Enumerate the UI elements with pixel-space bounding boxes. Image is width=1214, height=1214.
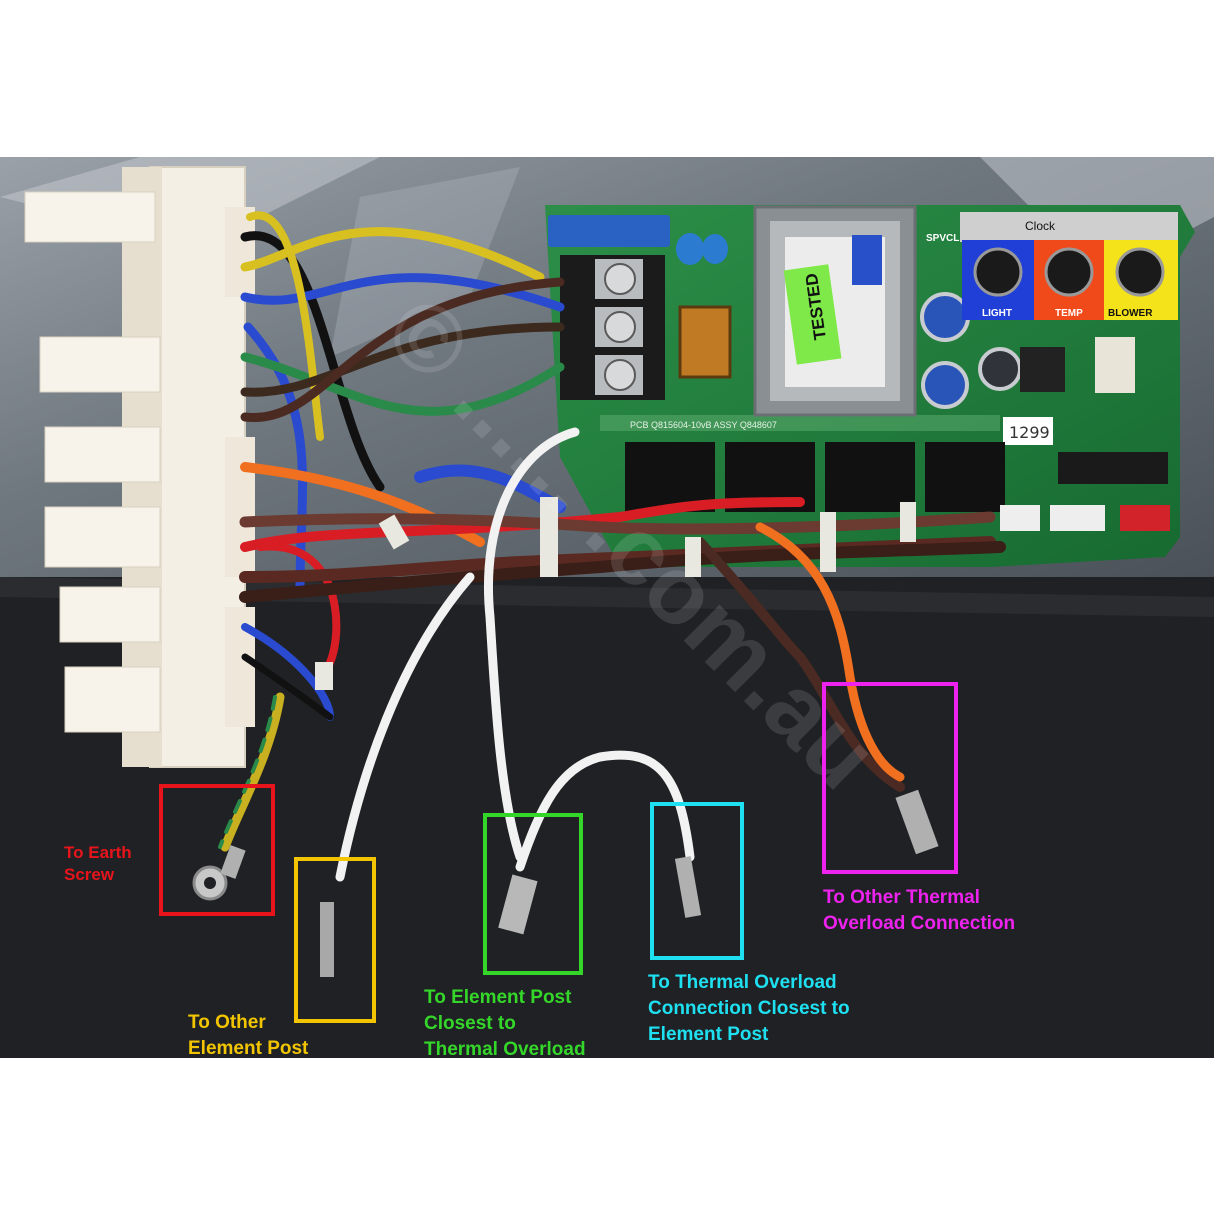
other-element-post-box	[294, 857, 376, 1023]
photo-scene: PCB Q815604-10vB ASSY Q848607 TESTED Clo	[0, 157, 1214, 1058]
bag-highlight-3	[330, 167, 520, 357]
blower-port-socket	[1115, 247, 1165, 297]
earth-screw-box	[159, 784, 275, 916]
other-thermal-overload-box	[822, 682, 958, 874]
blue-capacitor	[676, 233, 704, 265]
element-post-closest-label: To Element Post Closest to Thermal Overl…	[424, 987, 586, 1060]
terminal-block	[560, 255, 665, 400]
earth-screw-label: To Earth Screw	[64, 843, 132, 884]
handwritten-sticker	[1003, 417, 1053, 445]
microcontroller-chip	[1020, 347, 1065, 392]
transformer: TESTED	[753, 205, 917, 417]
plug-housing	[24, 166, 255, 768]
temp-port-label: TEMP	[1055, 308, 1083, 319]
inductor	[678, 305, 732, 379]
relays	[625, 442, 1005, 512]
element-post-closest-box	[483, 813, 583, 975]
photo-illustration: PCB Q815604-10vB ASSY Q848607 TESTED Clo	[0, 157, 1214, 1058]
thermal-overload-closest-label: To Thermal Overload Connection Closest t…	[648, 972, 850, 1045]
blower-port-label: BLOWER	[1108, 308, 1153, 319]
light-port-socket	[973, 247, 1023, 297]
small-white-connector	[1000, 505, 1040, 531]
handwritten-number: 1299	[1009, 423, 1050, 442]
capacitor-block	[548, 215, 670, 247]
temp-port-socket	[1044, 247, 1094, 297]
small-white-connector-2	[1050, 505, 1105, 531]
electrolytic-capacitors	[920, 292, 1022, 409]
thermal-overload-closest-box	[650, 802, 744, 960]
pcb-model-text: PCB Q815604-10vB ASSY Q848607	[630, 420, 777, 430]
clock-label: Clock	[1025, 219, 1056, 233]
wire-terminals	[192, 789, 939, 977]
board-model-text: SPVCL	[926, 233, 959, 244]
light-port-label: LIGHT	[982, 308, 1012, 319]
cable-ties	[315, 497, 916, 690]
other-thermal-overload-label: To Other Thermal Overload Connection	[823, 887, 1016, 934]
pin-header	[1058, 452, 1168, 484]
blue-capacitor-2	[702, 234, 728, 264]
port-panel: Clock LIGHT TEMP BLOWER SPVCL	[926, 212, 1178, 320]
white-connector	[1095, 337, 1135, 393]
other-element-post-label: To Other Element Post	[188, 1012, 309, 1059]
pcb-silkscreen-strip	[600, 415, 1000, 431]
red-connector	[1120, 505, 1170, 531]
